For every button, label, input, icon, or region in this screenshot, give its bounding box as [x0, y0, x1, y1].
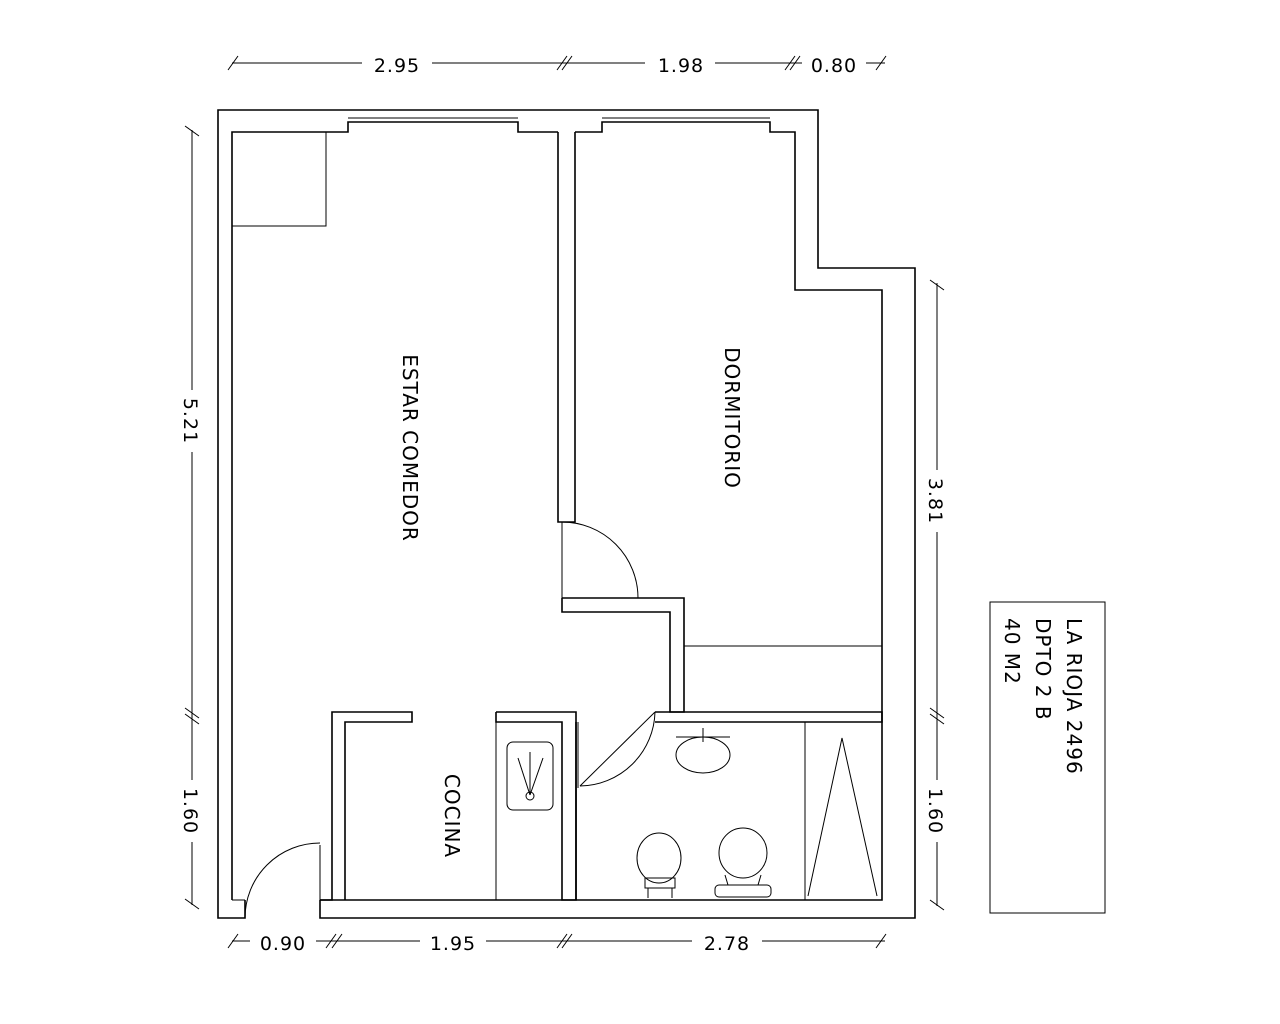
dim-top-3: 0.80 [811, 55, 857, 77]
dim-top-1: 2.95 [374, 55, 420, 77]
title-unit: DPTO 2 B [1031, 618, 1055, 721]
dim-bottom-2: 1.95 [430, 933, 476, 955]
dim-right-2: 1.60 [924, 788, 946, 834]
dim-bottom-3: 2.78 [704, 933, 750, 955]
dim-top-2: 1.98 [658, 55, 704, 77]
dim-right-1: 3.81 [924, 478, 946, 524]
dimension-lines [184, 55, 945, 949]
outer-walls [217, 109, 916, 919]
title-area: 40 M2 [1000, 618, 1024, 685]
dim-left-2: 1.60 [179, 788, 201, 834]
room-label-living: ESTAR COMEDOR [398, 354, 422, 542]
dim-left-1: 5.21 [179, 398, 201, 444]
room-label-kitchen: COCINA [440, 774, 464, 858]
closet [232, 132, 327, 227]
dim-bottom-1: 0.90 [260, 933, 306, 955]
bathroom-fixtures [636, 722, 878, 900]
kitchen-counter [495, 722, 554, 900]
room-label-bedroom: DORMITORIO [720, 347, 744, 489]
title-address: LA RIOJA 2496 [1062, 618, 1086, 775]
doors [244, 521, 656, 919]
dimension-label-masks [180, 52, 949, 954]
title-block: LA RIOJA 2496 DPTO 2 B 40 M2 [989, 601, 1106, 914]
